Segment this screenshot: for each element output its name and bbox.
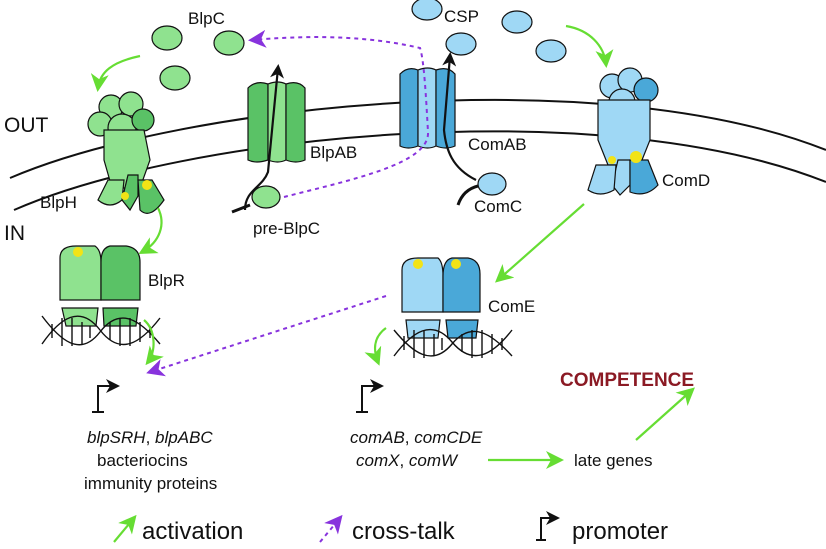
com-gene-output: comAB, comCDE comX, comW [350,428,483,470]
blpc-label: BlpC [188,9,225,28]
blp-dna [41,315,161,346]
com-dna [393,328,513,358]
svg-text:comX, comW: comX, comW [356,451,459,470]
blph-label: BlpH [40,193,77,212]
blpr-label: BlpR [148,271,185,290]
legend-cross-talk-label: cross-talk [352,518,456,545]
legend-cross-talk-icon [319,514,343,543]
blp-gene-output: blpSRH, blpABC bacteriocins immunity pro… [84,428,217,493]
legend-activation-label: activation [142,518,243,545]
comab-to-blpc-crosstalk [248,29,430,198]
blph-receptor [87,91,165,214]
blph-to-blpr-arrow [138,207,163,254]
legend: activation cross-talk promoter [113,514,668,545]
comc-label: ComC [474,197,522,216]
legend-promoter-label: promoter [572,518,668,545]
blpr-regulator [59,245,141,327]
comd-to-come-arrow [495,203,585,283]
in-label: IN [4,222,25,245]
blpc-peptides [151,25,245,91]
csp-to-comd-arrow [565,24,614,68]
blp-promoter-icon [92,386,116,413]
csp-peptides [411,0,567,63]
blpab-label: BlpAB [310,143,357,162]
com-promoter-icon [356,386,380,413]
svg-text:bacteriocins: bacteriocins [97,451,188,470]
svg-text:immunity proteins: immunity proteins [84,474,217,493]
late-genes-label: late genes [574,451,652,470]
comd-label: ComD [662,171,710,190]
cross-talk-arrows [146,29,430,377]
legend-promoter-icon [536,518,556,541]
svg-text:comAB, comCDE: comAB, comCDE [350,428,483,447]
cell-membrane [9,98,826,211]
comd-receptor [587,67,659,196]
out-label: OUT [4,114,49,137]
come-label: ComE [488,297,535,316]
blpab-transporter [243,64,306,211]
blpr-to-promoter-arrow [143,319,164,366]
legend-activation-icon [113,514,137,543]
come-to-blp-promoter-crosstalk [146,295,387,377]
comc [456,172,507,206]
come-to-promoter-arrow [364,327,387,366]
csp-label: CSP [444,7,479,26]
come-regulator [401,257,481,339]
pre-blpc-label: pre-BlpC [253,219,320,238]
blpc-to-blph-arrow [90,54,141,92]
svg-text:blpSRH, blpABC: blpSRH, blpABC [87,428,213,447]
comab-transporter [399,52,477,181]
comab-label: ComAB [468,135,527,154]
late-to-competence-arrow [635,387,695,441]
pre-blpc [231,185,281,214]
competence-label: COMPETENCE [560,370,694,391]
